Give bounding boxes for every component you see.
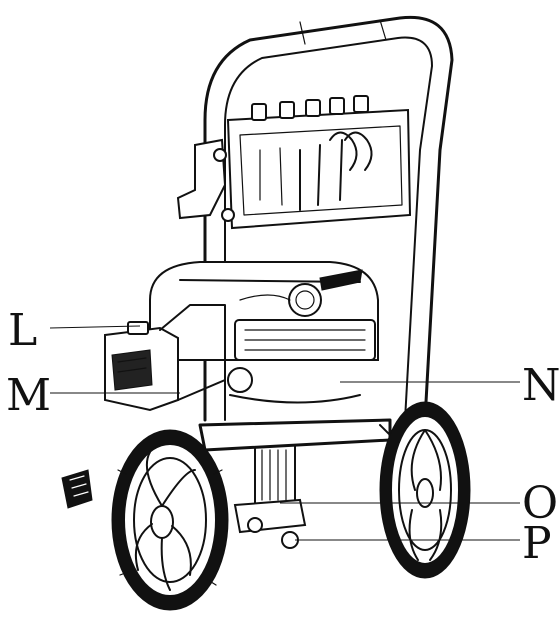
front-foot: [61, 469, 93, 509]
callout-label-n: N: [522, 360, 560, 411]
callout-label-l: L: [8, 305, 37, 356]
callout-label-p: P: [522, 518, 552, 569]
engine: [149, 261, 379, 404]
base-frame: [198, 418, 396, 452]
handle-frame: [203, 15, 454, 422]
nozzle-holder-panel: [226, 95, 412, 230]
callout-label-m: M: [6, 370, 51, 421]
leader-lines: [49, 325, 520, 541]
left-wheel: [111, 429, 229, 611]
air-filter-housing: [104, 304, 226, 412]
pump: [233, 439, 307, 549]
callout-label-o: O: [522, 478, 558, 529]
nozzle-tips: [251, 95, 369, 121]
spray-gun-holder: [176, 138, 235, 222]
right-wheel: [379, 401, 471, 579]
